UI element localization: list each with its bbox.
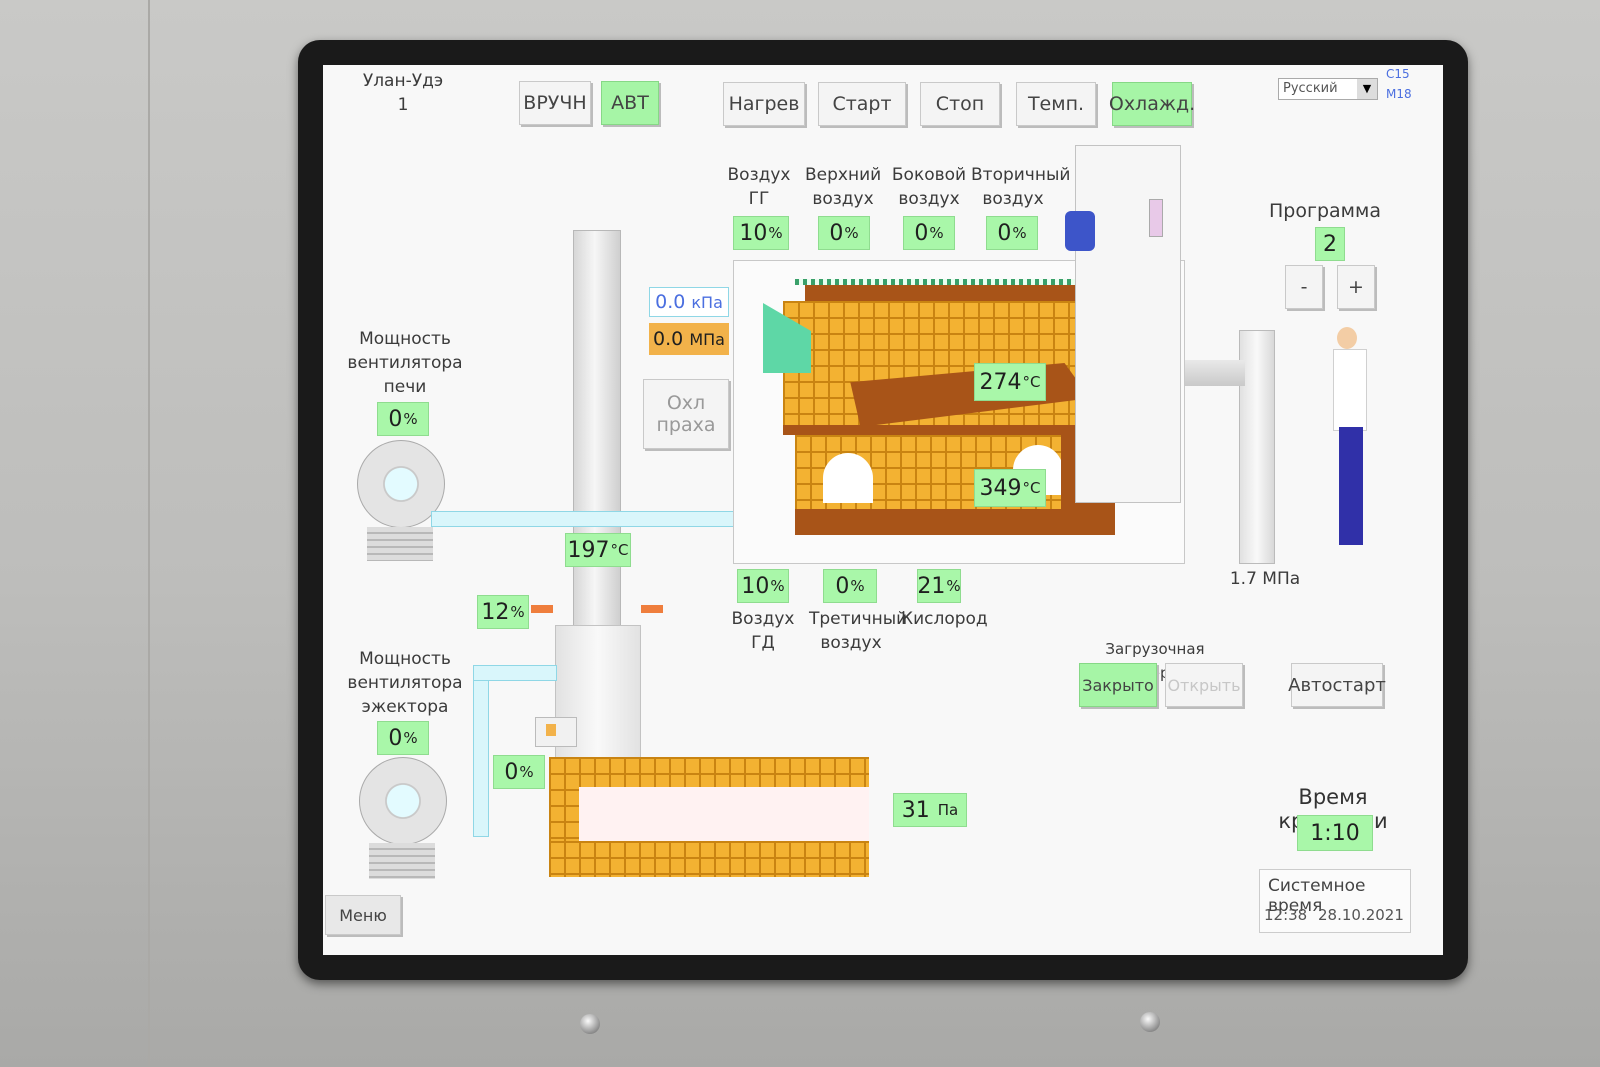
system-time-panel: Системное время 12:38 28.10.2021 [1259,869,1411,933]
draft-pressure: 31 Па [893,793,967,827]
hydraulic-pressure: 1.7 МПа [1229,569,1301,589]
loader-tray [1185,360,1245,386]
furnace-roof [805,283,1115,301]
flue-duct-top [549,757,869,787]
lock-icon [546,724,556,736]
door-closed-button[interactable]: Закрыто [1079,663,1157,707]
chevron-down-icon[interactable]: ▼ [1357,79,1377,99]
code-m18: M18 [1386,87,1412,101]
hmi-screen: Улан-Удэ 1 ВРУЧН АВТ Нагрев Старт Стоп Т… [323,65,1443,955]
operator-body [1333,349,1367,431]
ejector-fan-icon [359,757,447,845]
language-select[interactable]: Русский ▼ [1278,78,1378,100]
unit-number: 1 [397,95,409,115]
program-number: 2 [1315,227,1345,261]
cool-button[interactable]: Охлажд. [1109,82,1195,126]
cremation-time-value: 1:10 [1297,815,1373,851]
furnace-heat-shield [795,279,1115,285]
location-label: Улан-Удэ [362,71,444,91]
system-time-date: 28.10.2021 [1318,906,1404,924]
air-label: Кислород [901,609,988,629]
loading-door-frame [1075,145,1181,503]
afterburner-flame [823,453,873,503]
air-gd-value: 10% [737,569,789,603]
ejector-air-pipe [473,665,489,837]
furnace-pressure-kpa: 0.0 кПа [649,287,729,317]
afterburner-temp: 349°C [974,469,1046,507]
menu-button[interactable]: Меню [325,895,401,935]
oxygen-value: 21% [917,569,961,603]
door-open-button[interactable]: Открыть [1165,663,1243,707]
hearth-slab [783,425,1115,435]
air-gg-value: 10% [733,216,789,250]
damper-flange [641,605,663,613]
loader-column [1239,330,1275,564]
autostart-button[interactable]: Автостарт [1288,663,1386,707]
flue-duct-interior [579,787,869,841]
furnace-floor [795,509,1115,535]
ejector-fan-base [369,843,435,879]
screw-icon [1140,1012,1160,1032]
door-indicator [1149,199,1163,237]
start-button[interactable]: Старт [818,82,906,126]
program-plus-button[interactable]: + [1337,265,1375,309]
manual-mode-button[interactable]: ВРУЧН [519,81,591,125]
furnace-air-pipe [431,511,737,527]
cabinet-seam [148,0,150,1067]
door-motor-icon [1065,211,1095,251]
heat-button[interactable]: Нагрев [723,82,805,126]
side-air-value: 0% [903,216,955,250]
language-value: Русский [1283,81,1338,96]
program-minus-button[interactable]: - [1285,265,1323,309]
furnace-fan-base [367,527,433,561]
damper-flange [531,605,553,613]
code-c15: C15 [1386,67,1410,81]
screw-icon [580,1014,600,1034]
stop-button[interactable]: Стоп [920,82,1000,126]
top-air-value: 0% [818,216,870,250]
operator-legs [1339,427,1363,545]
system-time-label: Системное время [1268,876,1366,916]
program-label: Программа [1269,200,1381,222]
secondary-air-value: 0% [986,216,1038,250]
chimney-damper-value: 12% [477,595,529,629]
operator-head [1337,327,1357,349]
tertiary-air-value: 0% [823,569,877,603]
flue-duct-bottom [549,841,869,877]
temp-button[interactable]: Темп. [1016,82,1096,126]
system-time-clock: 12:38 [1264,906,1308,924]
ejector-damper-value: 0% [493,755,545,789]
furnace-pressure-mpa: 0.0 МПа [649,323,729,355]
ejector-damper-box [535,717,577,747]
auto-mode-button[interactable]: АВТ [601,81,659,125]
ejector-air-pipe [473,665,557,681]
chimney-temp: 197°C [565,533,631,567]
main-chamber-temp: 274°C [974,363,1046,401]
furnace-fan-value: 0% [377,402,429,436]
ejector-fan-value: 0% [377,721,429,755]
